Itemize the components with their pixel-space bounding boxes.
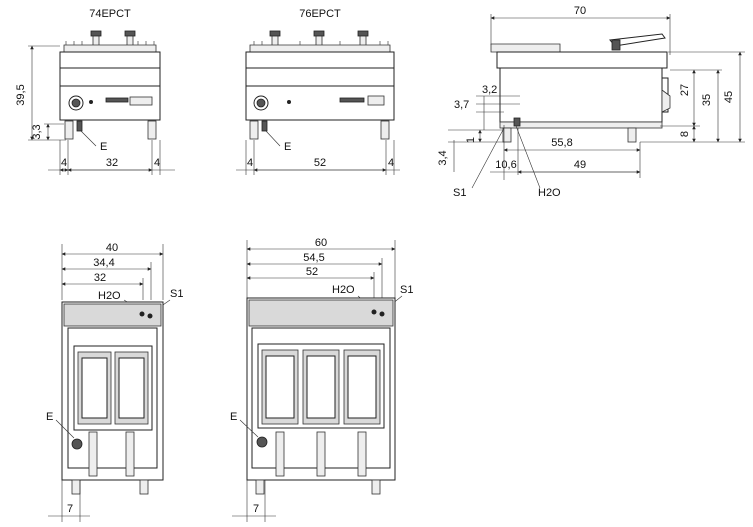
top-vent bbox=[63, 303, 162, 327]
dim-8: 8 bbox=[679, 131, 691, 137]
dim-45: 45 bbox=[723, 91, 735, 103]
label-e: E bbox=[284, 141, 291, 153]
label-s1: S1 bbox=[400, 284, 413, 296]
brand-plate bbox=[339, 97, 365, 103]
dim-60: 60 bbox=[315, 237, 327, 249]
top-view-small: 40 34,4 32 H2O S1 E 7 bbox=[46, 242, 183, 522]
leg bbox=[249, 120, 259, 140]
dim-55-8: 55,8 bbox=[551, 137, 572, 149]
front-view-74epct-title: 74EPCT bbox=[89, 8, 131, 20]
dim-10-6: 10,6 bbox=[495, 159, 516, 171]
side-view: 70 45 35 27 8 3,2 3,7 1 bbox=[437, 5, 745, 199]
front-view-74epct: 74EPCT 39,5 3,3 bbox=[15, 8, 175, 175]
label-h2o: H2O bbox=[538, 187, 561, 199]
dim-27: 27 bbox=[679, 84, 691, 96]
dim-7: 7 bbox=[67, 503, 73, 515]
basket-handle bbox=[357, 431, 367, 477]
drain-e bbox=[261, 120, 268, 132]
dim-4: 4 bbox=[388, 157, 394, 169]
dim-4: 4 bbox=[247, 157, 253, 169]
front-view-76epct-title: 76EPCT bbox=[299, 8, 341, 20]
dim-1: 1 bbox=[465, 137, 477, 143]
basket-handle bbox=[88, 431, 98, 477]
leg bbox=[502, 127, 512, 143]
dim-52: 52 bbox=[306, 266, 318, 278]
drain-e bbox=[256, 436, 268, 448]
leg bbox=[627, 127, 637, 143]
fryer-top bbox=[245, 51, 395, 69]
leg bbox=[64, 120, 74, 140]
dim-7: 7 bbox=[253, 503, 259, 515]
dim-4: 4 bbox=[61, 157, 67, 169]
top-view-large: 60 54,5 52 H2O S1 E 7 bbox=[230, 237, 413, 522]
front-view-76epct: 76EPCT 4 52 4 E bbox=[236, 8, 400, 175]
drain-e bbox=[76, 120, 83, 132]
dim-70: 70 bbox=[574, 5, 586, 17]
label-s1: S1 bbox=[453, 187, 466, 199]
dim-4: 4 bbox=[154, 157, 160, 169]
side-body bbox=[499, 67, 663, 123]
dim-54-5: 54,5 bbox=[303, 252, 324, 264]
dim-3-2: 3,2 bbox=[482, 84, 497, 96]
drain-e bbox=[71, 438, 83, 450]
basket-handle bbox=[316, 431, 326, 477]
top-vent bbox=[248, 299, 394, 327]
dim-35: 35 bbox=[701, 94, 713, 106]
dim-49: 49 bbox=[574, 159, 586, 171]
side-top bbox=[496, 51, 668, 69]
label-e: E bbox=[100, 141, 107, 153]
basket-handle bbox=[125, 431, 135, 477]
dim-3-3: 3,3 bbox=[31, 124, 43, 139]
label-s1: S1 bbox=[170, 288, 183, 300]
leg bbox=[380, 120, 390, 140]
dim-32: 32 bbox=[94, 272, 106, 284]
basket-side bbox=[490, 43, 561, 53]
dim-39-5: 39,5 bbox=[15, 84, 27, 105]
dim-3-4: 3,4 bbox=[437, 150, 449, 165]
label-e: E bbox=[46, 411, 53, 423]
label-e: E bbox=[230, 411, 237, 423]
dim-34-4: 34,4 bbox=[93, 257, 114, 269]
basket-handle bbox=[275, 431, 285, 477]
dim-32: 32 bbox=[106, 157, 118, 169]
label-h2o: H2O bbox=[332, 284, 355, 296]
fryer-top bbox=[59, 51, 161, 69]
dim-40: 40 bbox=[106, 242, 118, 254]
label-h2o: H2O bbox=[98, 290, 121, 302]
dim-52: 52 bbox=[314, 157, 326, 169]
leg bbox=[147, 120, 157, 140]
dim-3-7: 3,7 bbox=[454, 99, 469, 111]
brand-plate bbox=[105, 97, 129, 103]
